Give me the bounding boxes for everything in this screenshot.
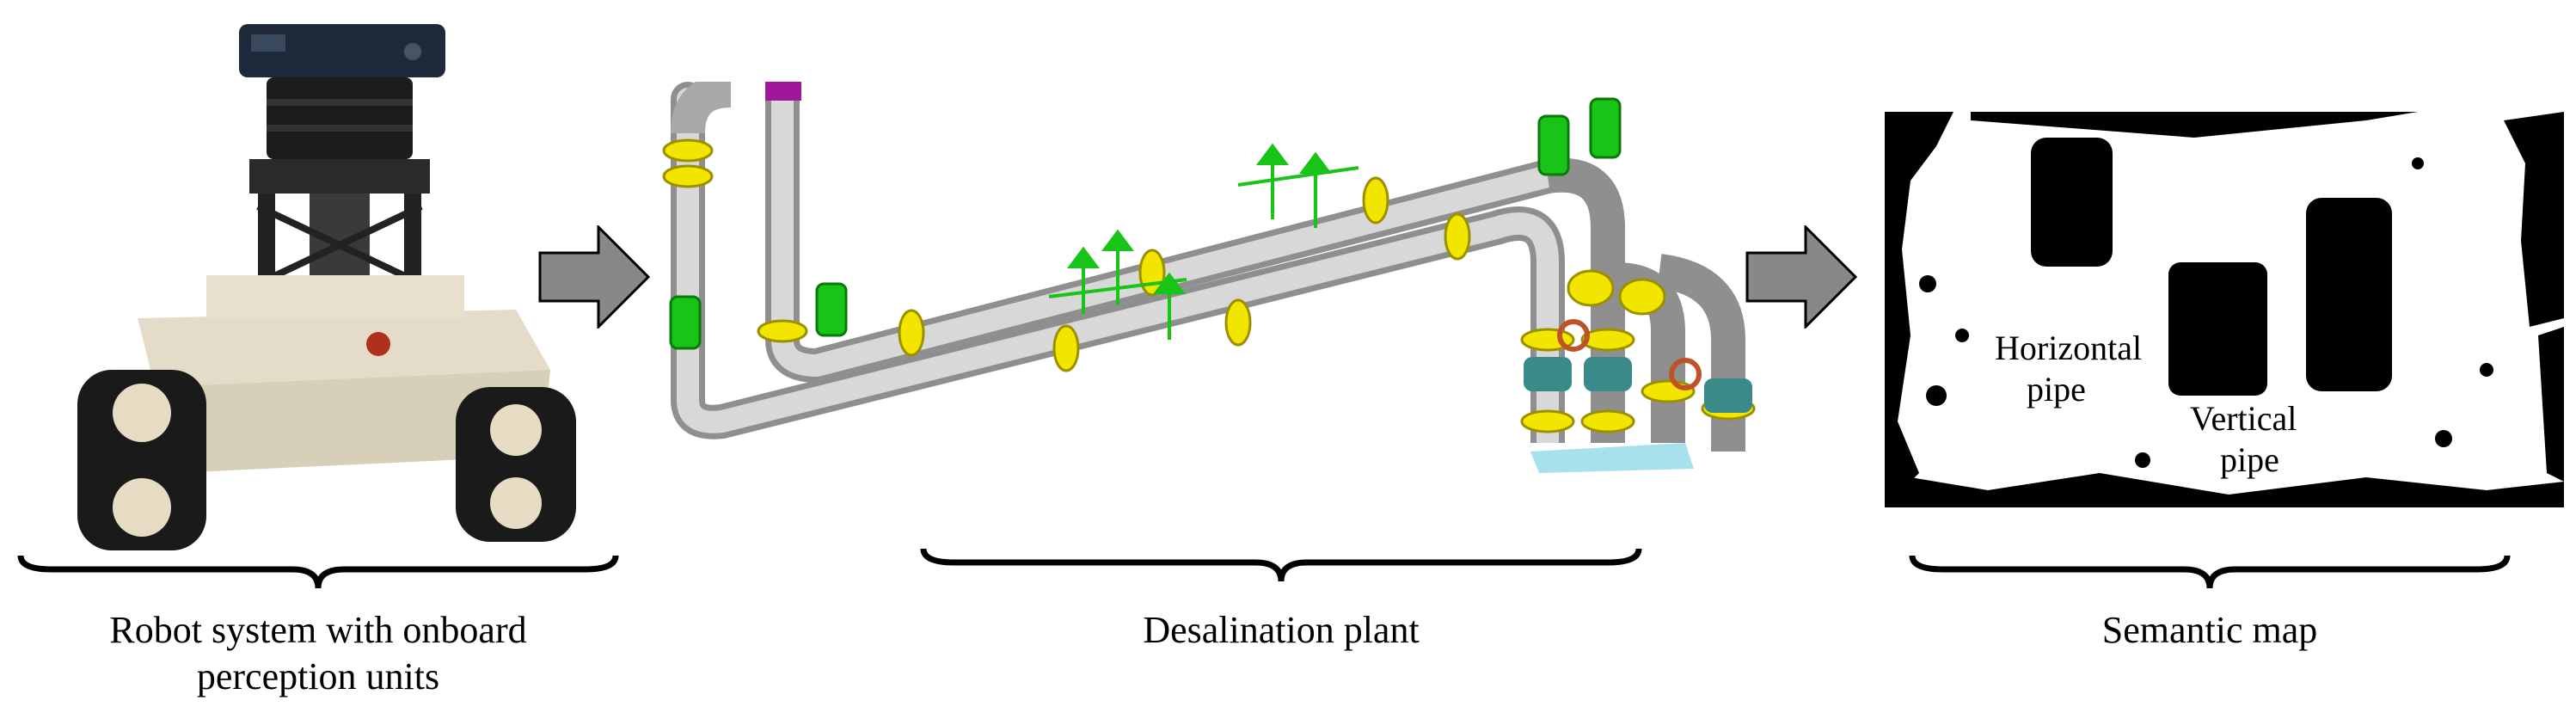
plant-panel bbox=[636, 82, 1797, 473]
robot-panel bbox=[52, 9, 602, 559]
caption-plant: Desalination plant bbox=[1143, 609, 1420, 651]
label-vertical-line2: pipe bbox=[2220, 440, 2279, 479]
brace-semantic-map bbox=[1909, 555, 2511, 589]
brace-plant bbox=[920, 548, 1642, 582]
label-horizontal-line2: pipe bbox=[2027, 370, 2086, 409]
semantic-map-image: Horizontal pipe Vertical pipe bbox=[1885, 112, 2564, 507]
label-vertical-line1: Vertical bbox=[2190, 399, 2297, 438]
arrow-plant-to-map bbox=[1745, 225, 1857, 329]
robot-image bbox=[77, 24, 576, 550]
brace-robot bbox=[17, 555, 619, 589]
semantic-map-panel: Horizontal pipe Vertical pipe bbox=[1885, 112, 2564, 507]
arrow-robot-to-plant bbox=[538, 225, 650, 329]
caption-robot: Robot system with onboard perception uni… bbox=[109, 609, 527, 697]
caption-semantic-map: Semantic map bbox=[2101, 609, 2318, 651]
plant-pipeline-image bbox=[662, 82, 1756, 473]
label-horizontal-line1: Horizontal bbox=[1995, 329, 2142, 367]
